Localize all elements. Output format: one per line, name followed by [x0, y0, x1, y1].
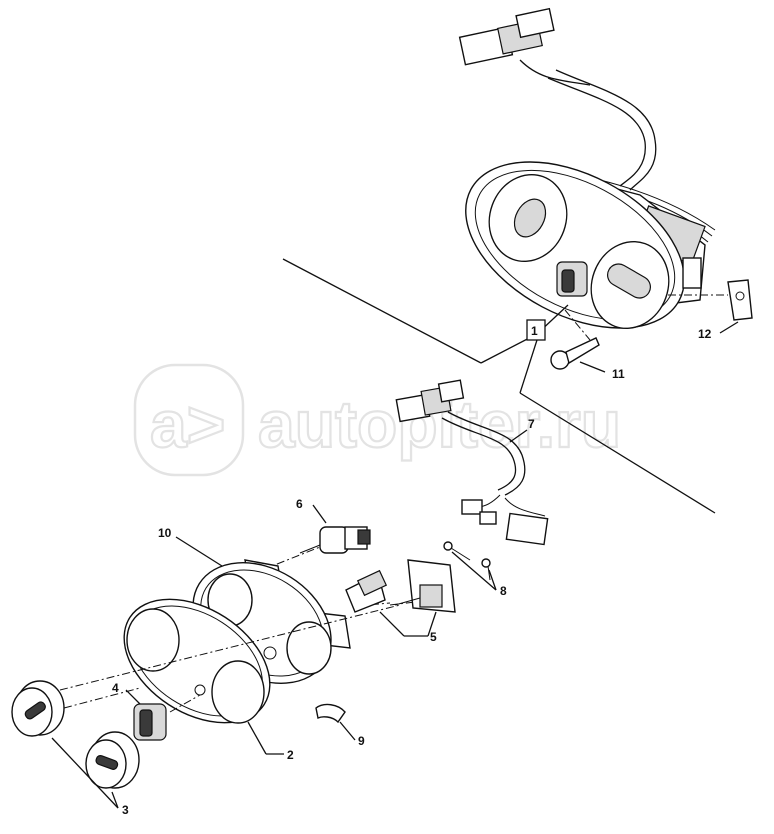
- part-5-rotary-switches: 5: [345, 559, 456, 644]
- part-11-screw: 11: [550, 309, 625, 381]
- callout-label-7: 7: [528, 417, 535, 431]
- assembled-control-panel: [458, 7, 716, 330]
- callout-label-2: 2: [287, 748, 294, 762]
- part-9-insert: 9: [315, 703, 365, 748]
- part-7-wiring-harness: 7: [395, 379, 549, 546]
- callout-label-10: 10: [158, 526, 172, 540]
- part-3-dial-knobs: 3: [11, 680, 141, 817]
- part-12-clip-nut: 12: [668, 279, 753, 341]
- part-4-centre-knob: 4: [112, 681, 201, 741]
- part-6-switch: 6: [261, 497, 371, 571]
- callout-label-8: 8: [500, 584, 507, 598]
- callout-label-3: 3: [122, 803, 129, 817]
- callout-label-5: 5: [430, 630, 437, 644]
- callout-label-1: 1: [531, 324, 538, 338]
- callout-label-12: 12: [698, 327, 712, 341]
- callout-label-6: 6: [296, 497, 303, 511]
- watermark-logo-icon: [133, 363, 245, 477]
- part-8-screws: 8: [443, 541, 507, 598]
- watermark-logo-mark: a>: [150, 387, 225, 461]
- callout-1: 1: [282, 258, 716, 514]
- callout-label-9: 9: [358, 734, 365, 748]
- watermark: a> autopiter.ru: [133, 363, 622, 477]
- callout-label-4: 4: [112, 681, 119, 695]
- callout-label-11: 11: [612, 367, 625, 381]
- part-2-faceplate: 2: [59, 598, 401, 762]
